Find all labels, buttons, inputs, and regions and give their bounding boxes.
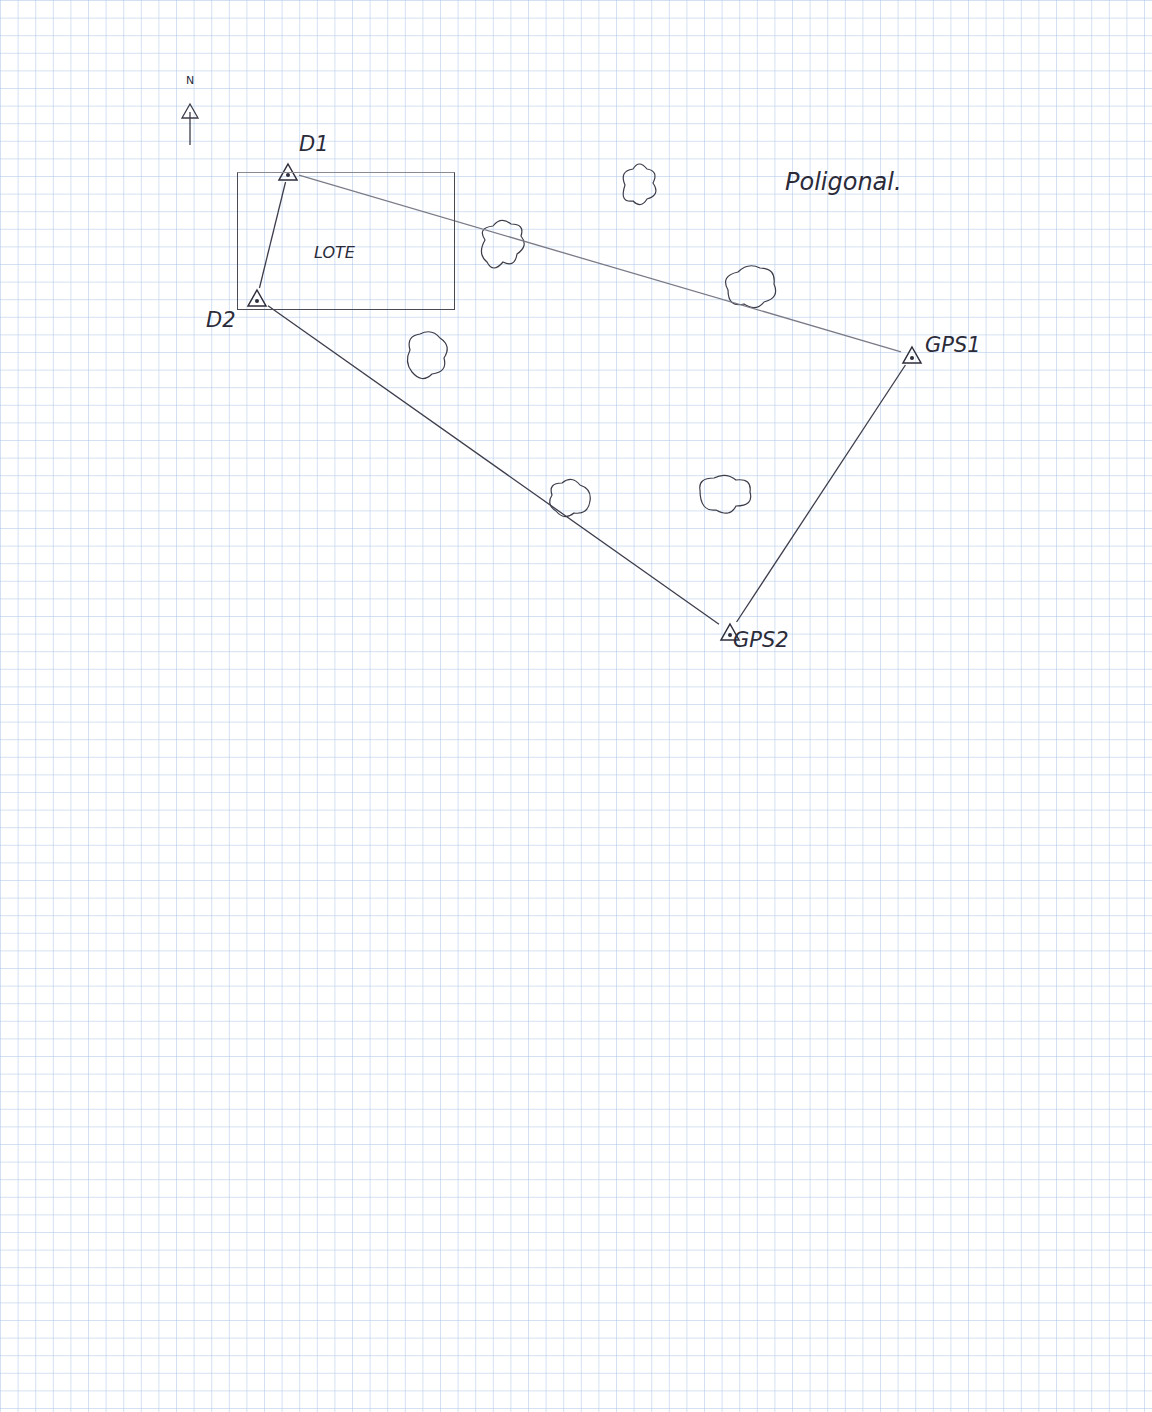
tree-symbols xyxy=(407,164,775,517)
traverse-leg xyxy=(268,306,719,624)
survey-station: GPS1 xyxy=(901,345,923,365)
station-triangle xyxy=(901,345,923,365)
station-label: D1 xyxy=(299,132,329,156)
sketch-title: Poligonal. xyxy=(785,168,902,196)
survey-station: GPS2 xyxy=(719,622,741,642)
north-arrow xyxy=(182,104,198,145)
station-triangle xyxy=(246,288,268,308)
survey-station: D2 xyxy=(246,288,268,308)
station-label: D2 xyxy=(206,308,236,332)
lot-label: LOTE xyxy=(314,243,355,262)
lot-outline: LOTE xyxy=(237,172,455,310)
station-label: GPS2 xyxy=(733,628,789,652)
traverse-leg xyxy=(259,182,285,288)
traverse-leg xyxy=(299,175,901,352)
north-label: N xyxy=(186,74,194,87)
station-label: GPS1 xyxy=(925,333,981,357)
traverse-leg xyxy=(737,365,906,622)
